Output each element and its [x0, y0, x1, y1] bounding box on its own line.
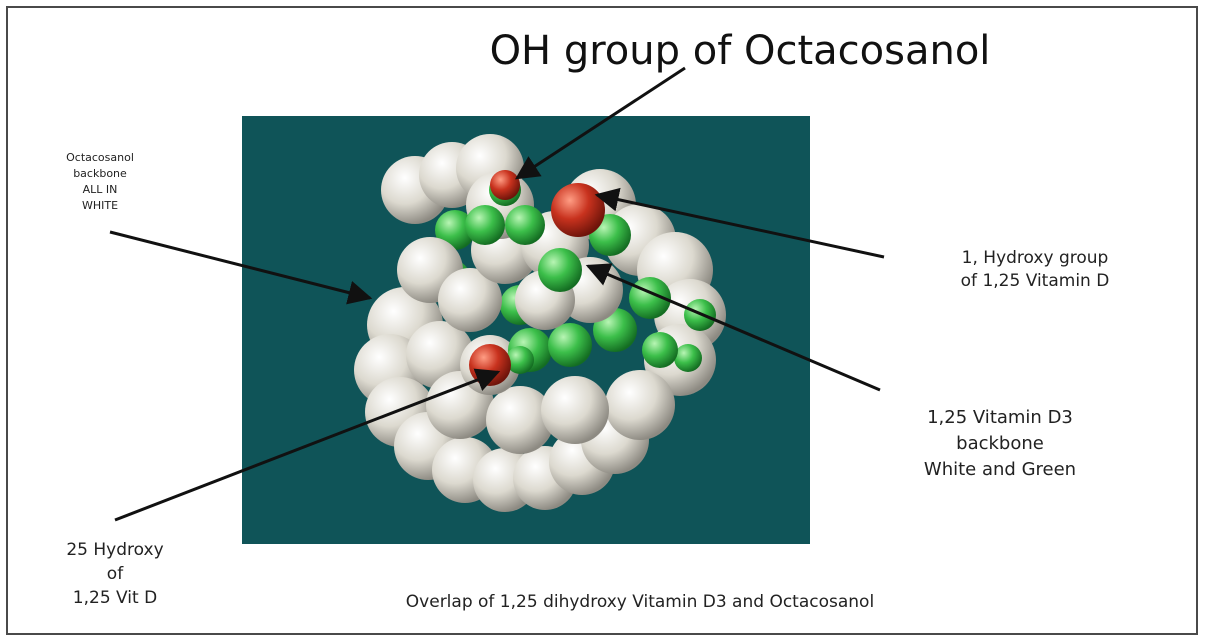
- figure-caption: Overlap of 1,25 dihydroxy Vitamin D3 and…: [405, 592, 875, 612]
- label-line: of: [106, 564, 124, 584]
- green-atom: [506, 346, 534, 374]
- label-line: backbone: [956, 433, 1044, 454]
- label-1-hydroxy-group: 1, Hydroxy group of 1,25 Vitamin D: [905, 247, 1165, 293]
- green-atom: [505, 205, 545, 245]
- label-line: White and Green: [923, 459, 1077, 480]
- label-line: backbone: [73, 167, 127, 180]
- label-line: WHITE: [81, 199, 119, 212]
- green-atom: [465, 205, 505, 245]
- white-atom: [438, 268, 502, 332]
- arrow-vitd3-backbone: [585, 263, 881, 392]
- green-atom: [548, 323, 592, 367]
- label-line: 25 Hydroxy: [66, 540, 164, 560]
- arrow-1-hydroxy: [594, 187, 885, 259]
- label-line: 1,25 Vit D: [72, 588, 158, 608]
- arrow-octacosanol-oh: [514, 66, 686, 180]
- arrow-25-hydroxy: [114, 368, 501, 522]
- red-atom-octacosanol-oh: [490, 170, 520, 200]
- label-line: ALL IN: [82, 183, 118, 196]
- white-atom: [486, 386, 554, 454]
- label-vitamin-d3-backbone: 1,25 Vitamin D3 backbone White and Green: [875, 405, 1125, 483]
- green-atom: [642, 332, 678, 368]
- label-line: 1,25 Vitamin D3: [927, 407, 1073, 428]
- label-line: Octacosanol: [66, 151, 134, 164]
- label-line: 1, Hydroxy group: [961, 248, 1109, 268]
- diagram-title: OH group of Octacosanol: [489, 28, 991, 74]
- label-line: of 1,25 Vitamin D: [960, 271, 1110, 291]
- label-octacosanol-backbone: Octacosanol backbone ALL IN WHITE: [40, 150, 160, 214]
- arrow-backbone: [109, 230, 373, 305]
- red-atom-1-hydroxy: [551, 183, 605, 237]
- white-atom: [541, 376, 609, 444]
- pointer-arrows: [109, 66, 885, 522]
- label-25-hydroxy: 25 Hydroxy of 1,25 Vit D: [20, 538, 210, 610]
- white-atom: [605, 370, 675, 440]
- green-atom: [538, 248, 582, 292]
- green-atom: [435, 210, 475, 250]
- green-atom: [674, 344, 702, 372]
